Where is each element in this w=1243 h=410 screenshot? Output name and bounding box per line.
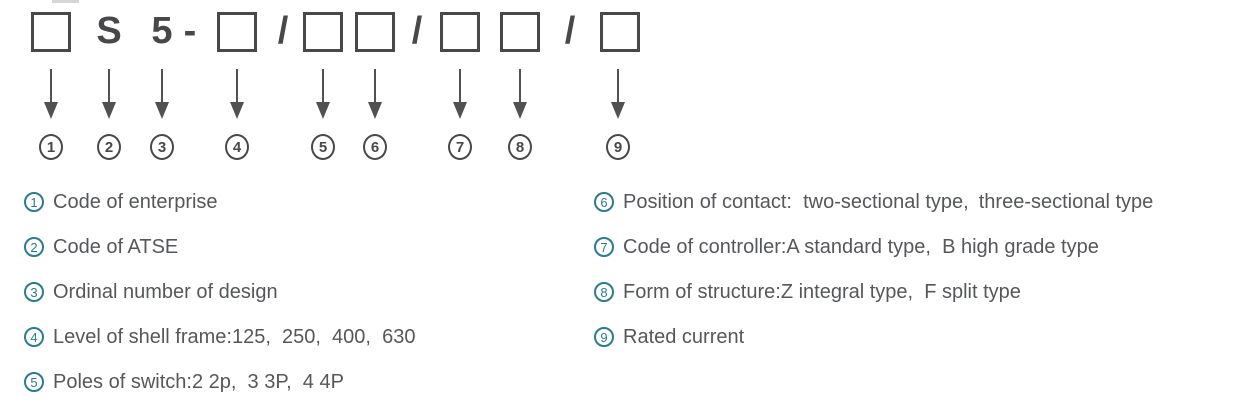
legend-item-9: 9 Rated current [594,324,744,350]
legend-item-6: 6 Position of contact: two-sectional typ… [594,189,1153,215]
position-marker-3: 3 [150,134,174,160]
position-marker-1: 1 [39,134,63,160]
down-arrow-icon-3 [155,69,169,119]
position-marker-8: 8 [508,134,532,160]
down-arrow-icon-8 [513,69,527,119]
position-marker-5: 5 [311,134,335,160]
down-arrow-icon-4 [230,69,244,119]
code-slash-2: / [411,10,423,52]
legend-item-label-6: Position of contact: two-sectional type,… [623,191,1154,213]
down-arrow-icon-7 [453,69,467,119]
position-marker-2: 2 [97,134,121,160]
code-box-position-6 [355,12,395,52]
legend-item-8: 8 Form of structure:Z integral type, F s… [594,279,1021,305]
legend-num-badge-1: 1 [24,192,44,212]
legend-item-2: 2 Code of ATSE [24,234,178,260]
legend-item-7: 7 Code of controller:A standard type, B … [594,234,1099,260]
code-char-dash: - [183,10,197,52]
legend-num-badge-3: 3 [24,282,44,302]
down-arrow-icon-9 [611,69,625,119]
legend-item-label-7: Code of controller:A standard type, B hi… [623,236,1099,258]
code-char-s: S [96,10,122,52]
position-marker-9: 9 [606,134,630,160]
code-box-position-8 [500,12,540,52]
down-arrow-icon-1 [44,69,58,119]
code-slash-3: / [564,10,576,52]
legend-item-label-8: Form of structure:Z integral type, F spl… [623,281,1021,303]
code-box-position-1 [31,12,71,52]
down-arrow-icon-2 [102,69,116,119]
legend-num-badge-7: 7 [594,237,614,257]
position-marker-7: 7 [448,134,472,160]
down-arrow-icon-6 [368,69,382,119]
position-marker-6: 6 [363,134,387,160]
legend-num-badge-9: 9 [594,327,614,347]
legend-item-4: 4 Level of shell frame:125, 250, 400, 63… [24,324,415,350]
legend-item-3: 3 Ordinal number of design [24,279,278,305]
position-marker-4: 4 [225,134,249,160]
legend-item-label-4: Level of shell frame:125, 250, 400, 630 [53,326,416,348]
down-arrow-icon-5 [316,69,330,119]
legend-num-badge-2: 2 [24,237,44,257]
code-slash-1: / [277,10,289,52]
legend-item-label-3: Ordinal number of design [53,281,278,303]
code-box-position-9 [600,12,640,52]
legend-item-5: 5 Poles of switch:2 2p, 3 3P, 4 4P [24,369,344,395]
legend-num-badge-5: 5 [24,372,44,392]
code-box-position-7 [440,12,480,52]
cropped-top-artifact [52,0,79,3]
legend-num-badge-4: 4 [24,327,44,347]
legend-item-label-5: Poles of switch:2 2p, 3 3P, 4 4P [53,371,344,393]
code-box-position-5 [303,12,343,52]
legend-num-badge-6: 6 [594,192,614,212]
legend-item-label-9: Rated current [623,326,745,348]
code-char-5: 5 [151,10,173,52]
legend-item-label-2: Code of ATSE [53,236,179,258]
code-box-position-4 [217,12,257,52]
legend-item-1: 1 Code of enterprise [24,189,218,215]
legend-item-label-1: Code of enterprise [53,191,218,213]
legend-num-badge-8: 8 [594,282,614,302]
